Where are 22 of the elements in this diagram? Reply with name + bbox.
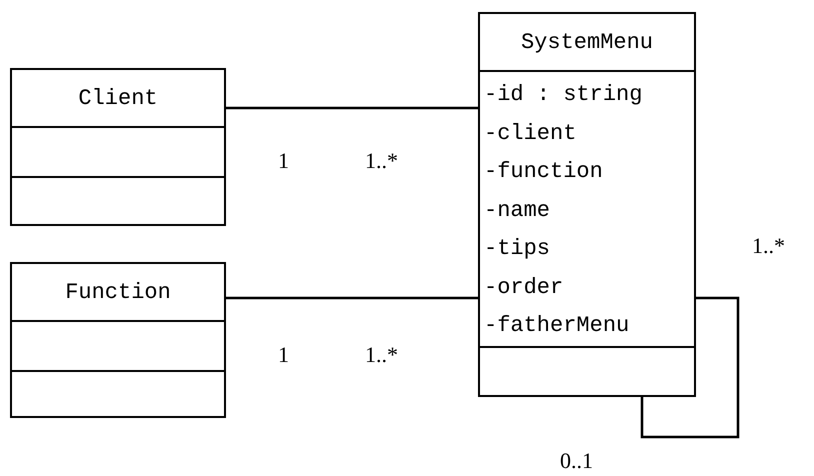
association-line	[640, 296, 740, 438]
class-box	[10, 68, 226, 226]
attribute-text: -fatherMenu	[484, 313, 630, 339]
association-line	[226, 106, 478, 110]
multiplicity-label: 1	[278, 148, 289, 174]
multiplicity-label: 1..*	[365, 148, 398, 174]
association-line	[226, 296, 478, 300]
multiplicity-label: 1	[278, 342, 289, 368]
attribute-text: -id : string	[484, 82, 642, 108]
attribute-text: -tips	[484, 236, 550, 262]
multiplicity-label: 0..1	[560, 448, 593, 474]
class-name: Function	[65, 280, 171, 304]
multiplicity-label: 1..*	[752, 233, 785, 259]
class-name: SystemMenu	[520, 30, 654, 54]
attribute-text: -name	[484, 198, 550, 224]
attribute-text: -client	[484, 120, 576, 146]
class-box	[10, 262, 226, 418]
attribute-text: -order	[484, 274, 564, 300]
multiplicity-label: 1..*	[365, 342, 398, 368]
attribute-text: -function	[484, 159, 603, 185]
class-box	[478, 12, 696, 397]
class-name: Client	[78, 86, 158, 110]
